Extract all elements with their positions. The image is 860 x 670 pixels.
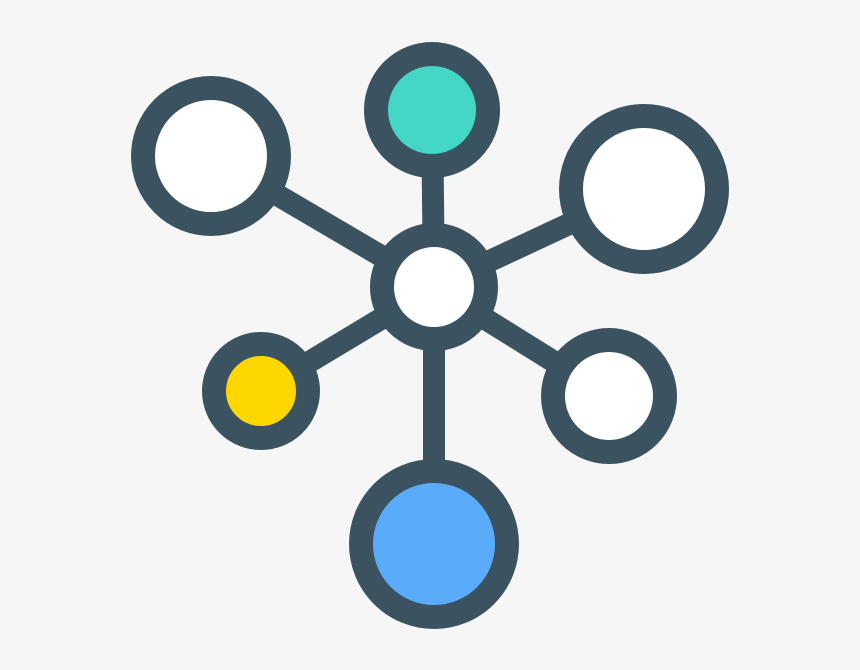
node-bottom-left-circle	[202, 332, 320, 450]
node-top-left-circle	[131, 76, 291, 236]
node-top-circle	[364, 42, 500, 178]
node-bottom-right-circle	[541, 328, 677, 464]
hub-circle	[370, 223, 498, 351]
node-layer	[131, 42, 729, 629]
node-top-right-circle	[559, 104, 729, 274]
node-bottom-circle	[349, 459, 519, 629]
